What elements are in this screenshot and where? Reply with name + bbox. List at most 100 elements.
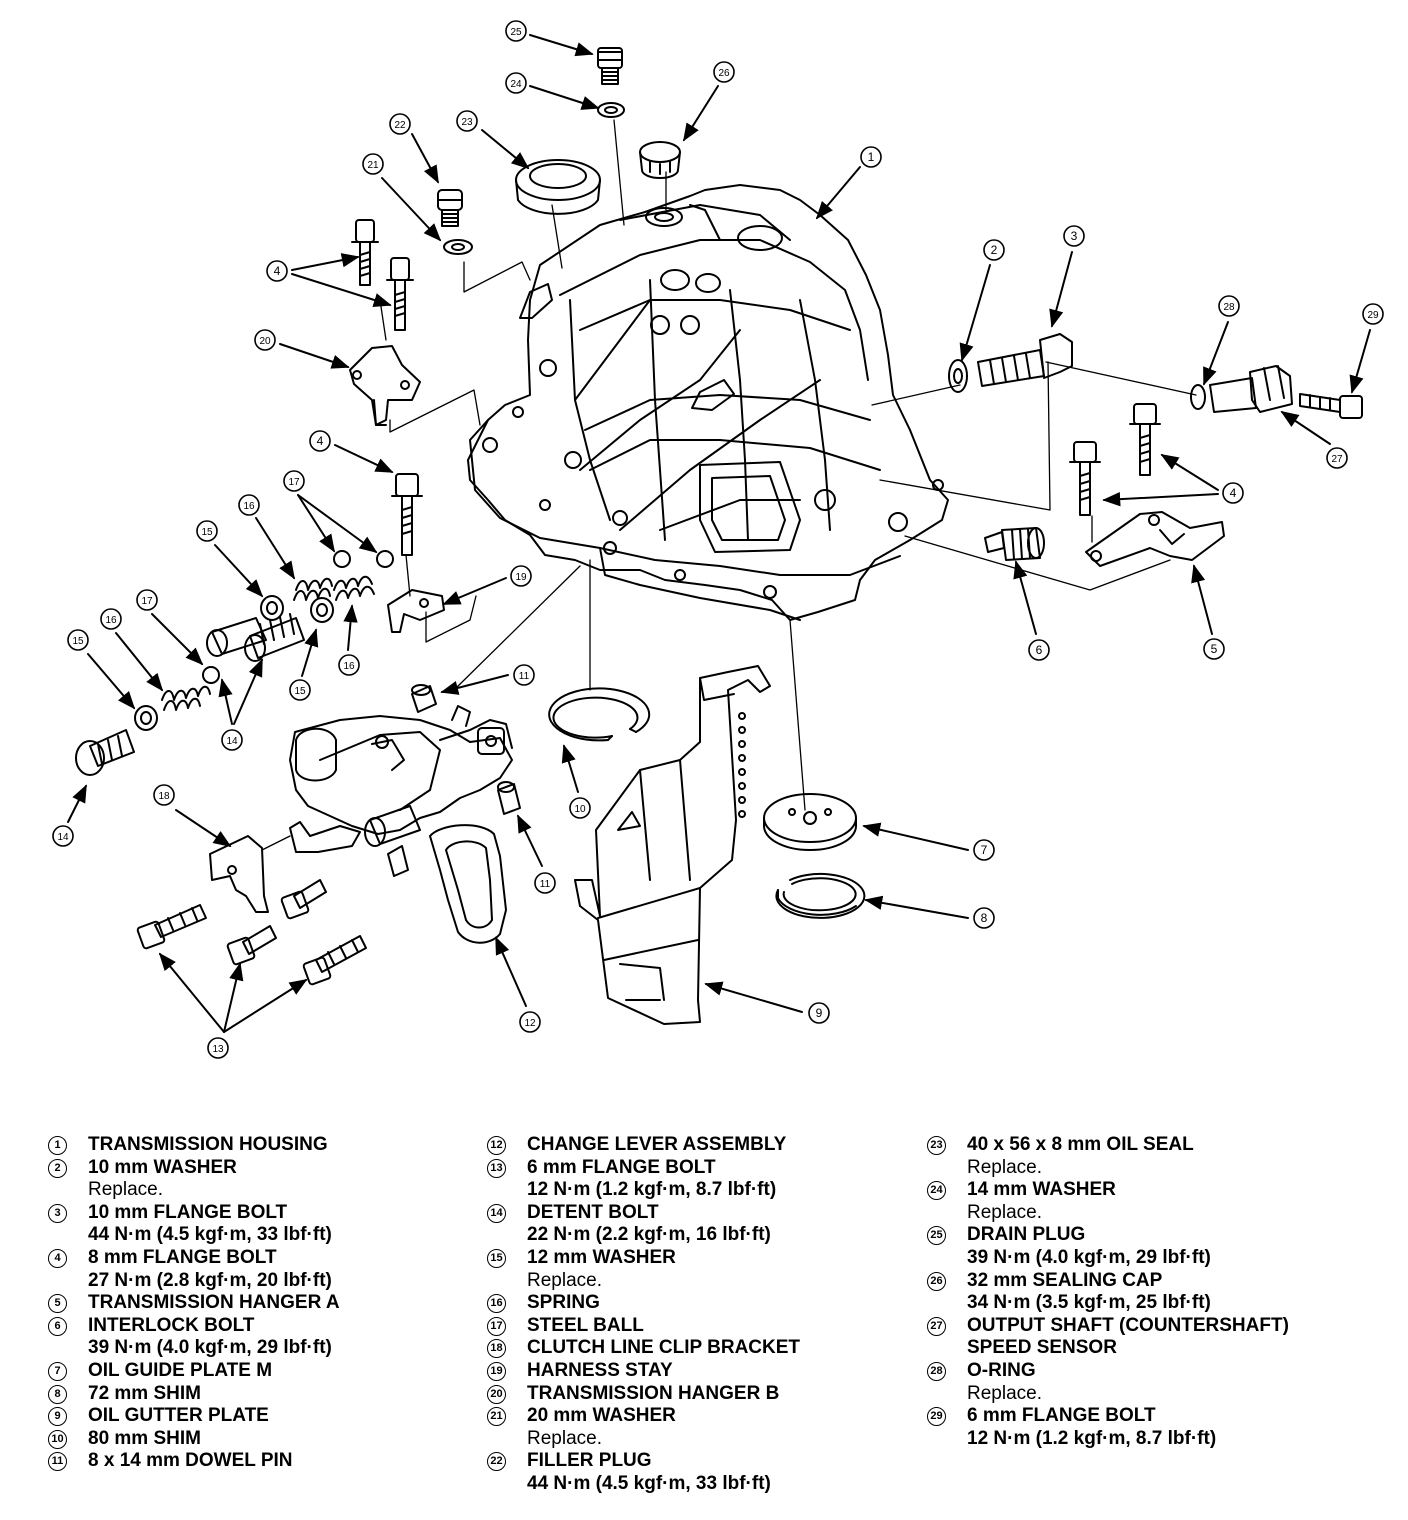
sealing-cap	[639, 141, 681, 179]
callout-circle	[1362, 303, 1384, 325]
legend-number: 16	[487, 1294, 506, 1314]
callout-number: 16	[105, 615, 117, 626]
callout-14: 14	[221, 729, 243, 751]
washer-20mm	[443, 239, 473, 255]
callout-circle	[534, 872, 556, 894]
callout-circle	[221, 729, 243, 751]
legend-number: 2	[48, 1158, 67, 1178]
callout-25: 25	[505, 20, 527, 42]
legend-number: 7	[48, 1361, 67, 1381]
callout-circle	[569, 797, 591, 819]
legend-item-17: 17 STEEL BALL	[487, 1315, 800, 1338]
legend-part-name: INTERLOCK BOLT	[88, 1314, 255, 1336]
legend-number: 6	[48, 1316, 67, 1336]
callout-circle	[1326, 447, 1348, 469]
washer-10mm	[948, 359, 968, 393]
dowel-pin-upper	[411, 684, 437, 713]
interlock-bolt	[984, 527, 1045, 561]
callout-number: 22	[394, 120, 406, 131]
filler-plug	[437, 189, 463, 227]
exploded-view-diagram: 1234445678910111112131414151515161616171…	[52, 20, 1384, 1059]
callout-circle	[519, 1011, 541, 1033]
legend-number: 21	[487, 1407, 506, 1427]
callout-circle	[505, 20, 527, 42]
callout-number: 4	[274, 264, 281, 278]
callout-number: 11	[519, 671, 530, 682]
spring-lower	[161, 685, 211, 711]
legend-number: 18	[487, 1339, 506, 1359]
legend-part-name: FILLER PLUG	[527, 1450, 652, 1472]
legend-number: 11	[48, 1452, 67, 1472]
legend-part-name: 12 mm WASHER	[527, 1246, 676, 1268]
callout-circle	[100, 608, 122, 630]
callout-number: 3	[1071, 229, 1078, 243]
callout-24: 24	[505, 72, 527, 94]
callout-circle	[510, 565, 532, 587]
callout-number: 29	[1367, 310, 1379, 321]
legend-torque-spec: 39 N·m (4.0 kgf·m, 29 lbf·ft)	[88, 1337, 332, 1359]
legend-number: 25	[927, 1226, 946, 1246]
clutch-line-clip-bracket	[209, 835, 269, 913]
washer-12mm-upper	[260, 595, 334, 623]
callout-number: 23	[461, 117, 473, 128]
callout-circle	[309, 430, 331, 452]
callout-circle	[505, 72, 527, 94]
legend-note: Replace.	[967, 1201, 1042, 1223]
harness-stay	[387, 589, 445, 633]
callout-4: 4	[1222, 482, 1244, 504]
callout-circle	[973, 839, 995, 861]
callout-circle	[338, 654, 360, 676]
legend-part-name: O-RING	[967, 1359, 1036, 1381]
callout-number: 15	[201, 527, 213, 538]
callout-number: 27	[1331, 454, 1343, 465]
legend-part-name: 10 mm FLANGE BOLT	[88, 1201, 288, 1223]
flange-bolt-6mm-sensor	[1299, 393, 1363, 419]
legend-part-name: 6 mm FLANGE BOLT	[527, 1156, 716, 1178]
dowel-pin-lower	[497, 781, 521, 815]
legend-part-name: CLUTCH LINE CLIP BRACKET	[527, 1337, 801, 1359]
callout-circle	[1028, 639, 1050, 661]
legend-number: 3	[48, 1203, 67, 1223]
legend-number: 29	[927, 1407, 946, 1427]
callout-number: 16	[243, 501, 255, 512]
callout-number: 24	[510, 79, 522, 90]
callout-circle	[283, 470, 305, 492]
legend-part-name: STEEL BALL	[527, 1314, 644, 1336]
legend-number: 17	[487, 1316, 506, 1336]
callout-2: 2	[983, 239, 1005, 261]
callout-number: 16	[343, 661, 355, 672]
legend-part-name: TRANSMISSION HANGER B	[527, 1382, 780, 1404]
callout-circle	[153, 784, 175, 806]
detent-bolt-upper	[206, 613, 305, 662]
callout-number: 6	[1036, 643, 1043, 657]
legend-number: 22	[487, 1452, 506, 1472]
legend-part-name: HARNESS STAY	[527, 1359, 673, 1381]
legend-torque-spec: 22 N·m (2.2 kgf·m, 16 lbf·ft)	[527, 1224, 771, 1246]
legend-torque-spec: 44 N·m (4.5 kgf·m, 33 lbf·ft)	[527, 1472, 771, 1494]
callout-circle	[983, 239, 1005, 261]
callout-26: 26	[713, 61, 735, 83]
callout-14: 14	[52, 825, 74, 847]
legend-number: 14	[487, 1203, 506, 1223]
steel-ball-upper	[333, 550, 394, 568]
legend-part-name: CHANGE LEVER ASSEMBLY	[527, 1134, 787, 1155]
callout-4: 4	[309, 430, 331, 452]
callout-10: 10	[569, 797, 591, 819]
callout-number: 14	[57, 832, 69, 843]
callout-17: 17	[283, 470, 305, 492]
legend-part-name: 32 mm SEALING CAP	[967, 1269, 1163, 1291]
flange-bolt-8mm-middle	[391, 473, 423, 556]
legend-part-name: 14 mm WASHER	[967, 1179, 1116, 1201]
legend-part-name: TRANSMISSION HOUSING	[88, 1134, 328, 1155]
callout-18: 18	[153, 784, 175, 806]
